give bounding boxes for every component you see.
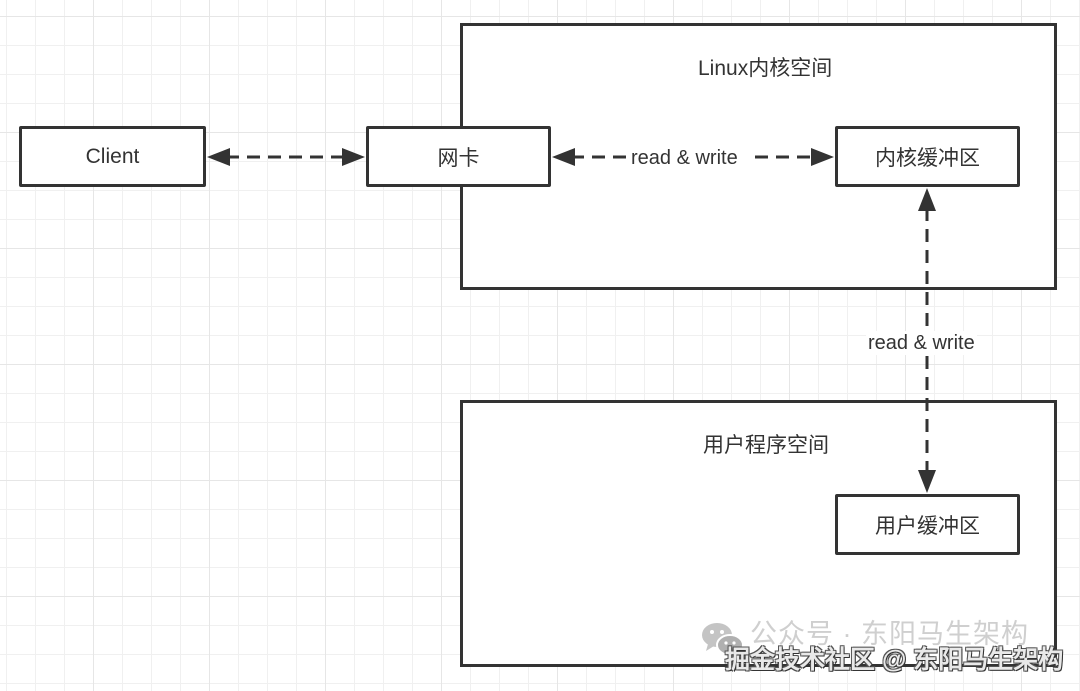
nic-node[interactable]: 网卡: [366, 126, 551, 187]
watermark-faint-text: 公众号 · 东阳马生架构: [750, 619, 1029, 649]
user-space-title: 用户程序空间: [703, 434, 829, 457]
user-buffer-node[interactable]: 用户缓冲区: [835, 494, 1020, 555]
user-buffer-node-label: 用户缓冲区: [875, 514, 980, 538]
client-node-label: Client: [85, 144, 140, 168]
edge-label-kernel-user: read & write: [866, 331, 977, 355]
client-node[interactable]: Client: [19, 126, 206, 187]
arrowhead-client-left: [207, 148, 230, 166]
kernel-space-title: Linux内核空间: [698, 57, 833, 80]
edge-label-nic-kernel: read & write: [629, 146, 740, 170]
kernel-buffer-node-label: 内核缓冲区: [875, 146, 980, 170]
watermark: 公众号 · 东阳马生架构 掘金技术社区 @ 东阳马生架构: [700, 612, 1063, 674]
arrowhead-nic-right: [342, 148, 365, 166]
kernel-buffer-node[interactable]: 内核缓冲区: [835, 126, 1020, 187]
watermark-main-text: 掘金技术社区 @ 东阳马生架构: [725, 646, 1064, 674]
nic-node-label: 网卡: [437, 146, 480, 170]
wechat-icon: [702, 623, 744, 656]
